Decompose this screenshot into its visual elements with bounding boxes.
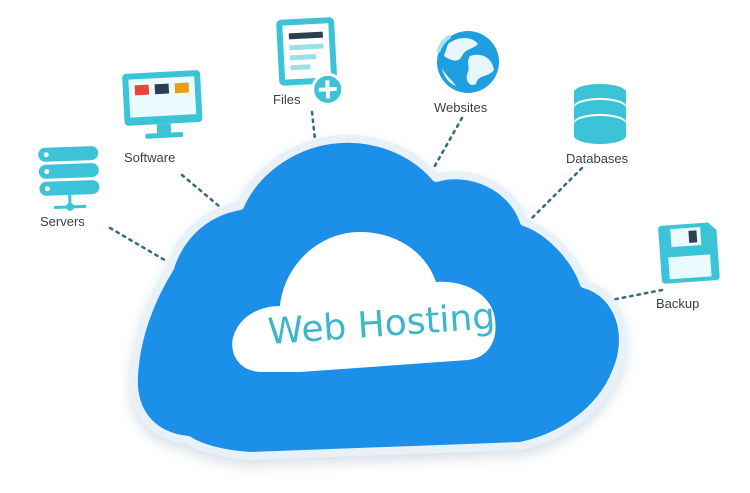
servers-icon	[38, 146, 100, 211]
servers-label: Servers	[40, 214, 85, 229]
backup-label: Backup	[656, 296, 700, 311]
websites-label: Websites	[434, 100, 488, 115]
database-icon	[574, 84, 626, 144]
cloud-inner-shape	[232, 232, 496, 372]
floppy-disk-icon	[658, 222, 720, 284]
globe-icon	[436, 31, 499, 93]
monitor-icon	[122, 70, 203, 139]
add-file-icon	[276, 17, 345, 106]
files-label: Files	[273, 92, 301, 107]
cloud-icon	[129, 134, 627, 460]
connector-servers	[108, 226, 170, 264]
software-label: Software	[124, 150, 176, 165]
databases-label: Databases	[566, 151, 629, 166]
